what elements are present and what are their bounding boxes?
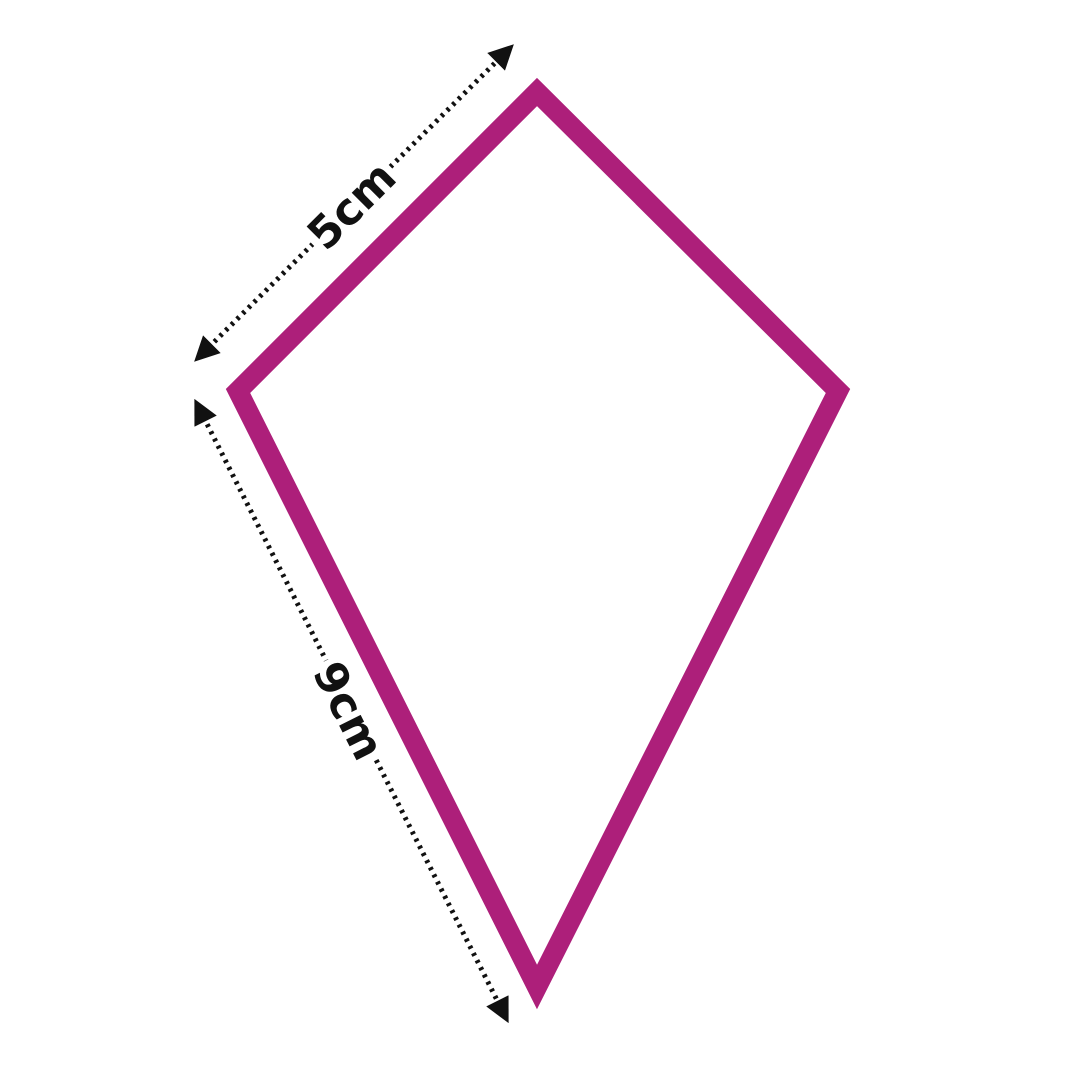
- dimension-line-short-side: [194, 44, 514, 362]
- label-gap-long-side: [296, 648, 400, 774]
- label-gap-short-side: [291, 145, 413, 267]
